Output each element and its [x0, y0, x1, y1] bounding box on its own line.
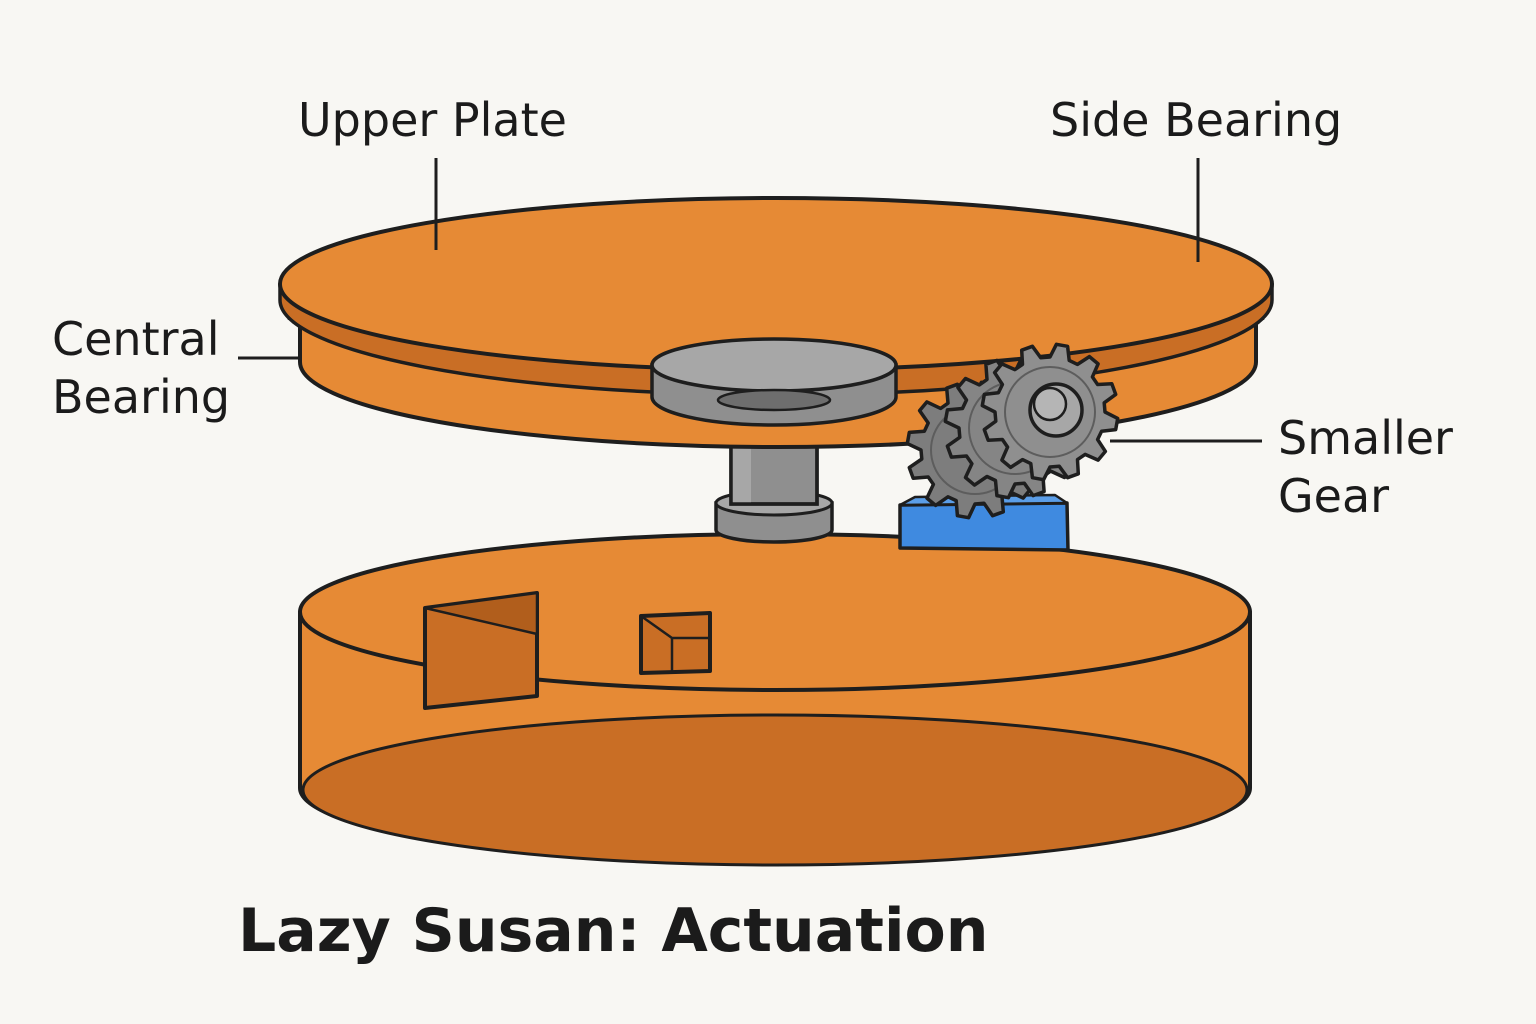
central-bearing-label: Central Bearing	[52, 310, 230, 426]
central-bearing-label-line1: Central	[52, 312, 220, 366]
lower-base-underside	[301, 713, 1249, 867]
leader-lines	[238, 158, 1262, 443]
gear-axle	[1028, 382, 1084, 438]
smaller-gear-label: Smaller Gear	[1278, 409, 1453, 525]
central-bearing-hub	[650, 337, 898, 427]
base-window-small	[639, 611, 712, 675]
central-bearing-label-line2: Bearing	[52, 370, 231, 424]
base-window-large	[423, 591, 539, 710]
smaller-gear-label-line2: Gear	[1278, 469, 1390, 523]
diagram-title: Lazy Susan: Actuation	[238, 896, 989, 966]
upper-plate-label: Upper Plate	[298, 93, 567, 147]
smaller-gear-assembly	[905, 342, 1120, 520]
lower-base	[298, 532, 1252, 867]
smaller-gear-label-line1: Smaller	[1278, 411, 1453, 465]
side-bearing-label: Side Bearing	[1050, 93, 1343, 147]
